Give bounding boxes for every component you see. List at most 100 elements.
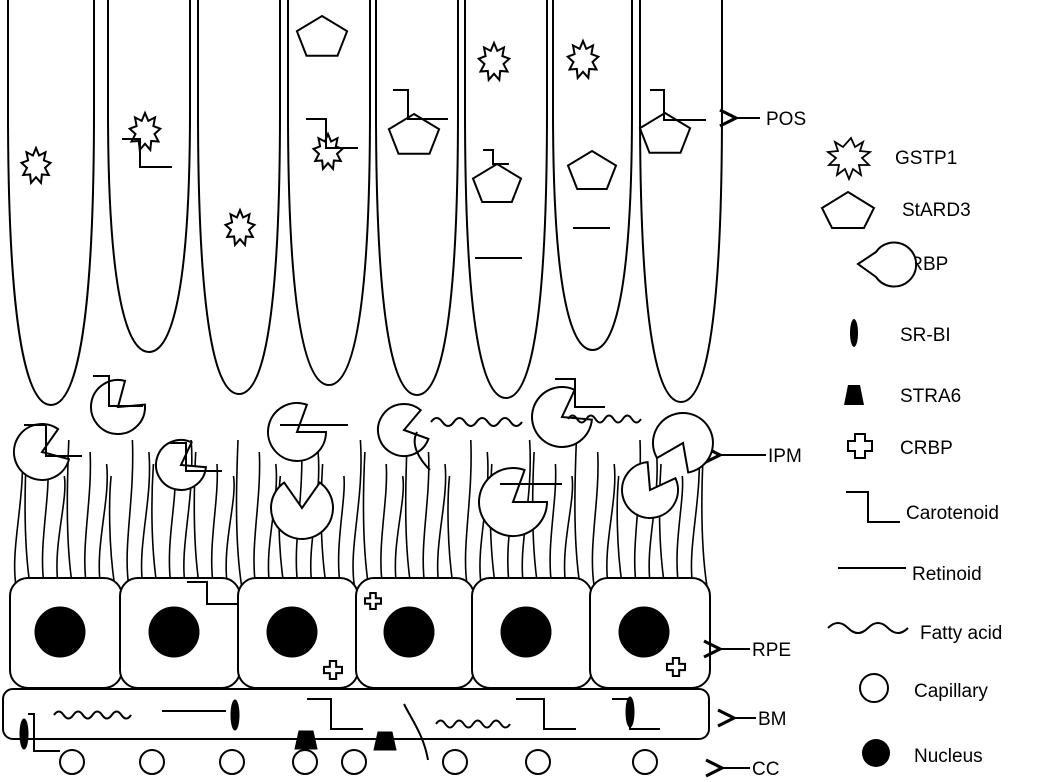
nucleus	[34, 606, 86, 658]
legend-nucleus	[862, 739, 890, 767]
irbp-icon	[376, 403, 430, 457]
microvillus	[84, 451, 92, 587]
bruchs-membrane	[2, 688, 710, 740]
microvillus	[658, 463, 666, 587]
irbp-icon	[621, 461, 679, 519]
retinoid-icon	[403, 703, 429, 761]
ipm-label: IPM	[768, 446, 802, 467]
carotenoid-icon	[93, 375, 143, 407]
crbp-icon	[364, 592, 382, 610]
carotenoid-icon	[24, 424, 82, 457]
microvillus	[337, 475, 346, 587]
microvillus	[108, 475, 116, 587]
stard3-icon	[471, 162, 523, 203]
irbp-icon	[856, 241, 918, 288]
microvillus	[633, 439, 642, 587]
capillary	[292, 749, 318, 775]
stra6-icon	[373, 731, 397, 751]
diagram-structure	[2, 0, 766, 775]
legend-crbp	[847, 433, 873, 459]
legend-irbp	[856, 241, 918, 288]
legend-label-fatty-acid: Fatty acid	[920, 623, 1002, 644]
capillary	[59, 749, 85, 775]
legend-fatty-acid	[827, 622, 909, 634]
microvillus	[183, 439, 193, 587]
capillary	[219, 749, 245, 775]
legend-label-retinoid: Retinoid	[912, 564, 982, 585]
carotenoid-icon	[516, 698, 576, 730]
irbp-icon	[155, 438, 207, 491]
legend-label-sr-bi: SR-BI	[900, 325, 951, 346]
microvillus	[225, 475, 235, 587]
carotenoid-icon	[846, 491, 900, 523]
irbp-icon	[478, 467, 549, 538]
irbp-icon	[531, 385, 593, 448]
microvillus	[126, 439, 134, 587]
irbp-icon	[267, 401, 328, 462]
gstp1-icon	[127, 110, 163, 153]
gstp1-icon	[476, 40, 512, 83]
carotenoid-icon	[555, 378, 605, 408]
pos-label: POS	[766, 109, 806, 130]
nucleus	[148, 606, 200, 658]
crbp-icon	[666, 657, 686, 677]
capillary-icon	[859, 673, 889, 703]
microvillus	[140, 451, 151, 587]
microvillus	[352, 439, 362, 587]
nucleus	[500, 606, 552, 658]
sr-bi-icon	[19, 718, 29, 750]
nucleus	[383, 606, 435, 658]
microvillus	[436, 463, 447, 587]
microvillus	[464, 439, 472, 587]
microvillus	[574, 439, 581, 587]
sr-bi-icon	[230, 699, 240, 731]
legend-sr-bi	[850, 319, 858, 347]
legend-carotenoid	[846, 491, 900, 523]
carotenoid-icon	[28, 713, 60, 752]
legend-label-carotenoid: Carotenoid	[906, 503, 999, 524]
legend-label-nucleus: Nucleus	[914, 746, 983, 767]
microvillus	[267, 463, 278, 587]
fatty-acid-icon	[567, 414, 642, 424]
carotenoid-icon	[483, 149, 509, 165]
retinoid-icon	[413, 431, 431, 471]
stard3-icon	[566, 149, 618, 190]
microvillus	[253, 451, 261, 587]
legend-stard3	[820, 190, 876, 229]
capillary	[139, 749, 165, 775]
nucleus	[266, 606, 318, 658]
sr-bi-icon	[850, 319, 858, 347]
gstp1-icon	[311, 131, 345, 172]
stard3-icon	[295, 14, 349, 57]
legend-label-gstp1: GSTP1	[895, 148, 957, 169]
crbp-icon	[323, 660, 343, 680]
carotenoid-icon	[393, 89, 448, 120]
microvillus	[394, 475, 405, 587]
capillary	[442, 749, 468, 775]
microvillus	[362, 451, 370, 587]
legend-gstp1	[825, 136, 873, 182]
carotenoid-icon	[187, 581, 237, 605]
gstp1-icon	[223, 207, 257, 248]
crbp-icon	[847, 433, 873, 459]
nucleus-icon	[862, 739, 890, 767]
fatty-acid-icon	[435, 719, 511, 729]
microvillus	[447, 475, 454, 587]
diagram-molecules	[12, 14, 714, 761]
outer-segment	[464, 0, 548, 400]
microvillus	[151, 463, 158, 587]
outer-segment	[197, 0, 281, 396]
irbp-icon	[652, 411, 714, 474]
sr-bi-icon	[625, 696, 635, 728]
stra6-icon	[294, 730, 318, 750]
microvillus	[404, 439, 412, 587]
gstp1-icon	[19, 145, 53, 186]
fatty-acid-icon	[430, 417, 523, 427]
microvillus	[676, 475, 684, 587]
stard3-icon	[387, 112, 441, 155]
microvillus	[648, 451, 658, 587]
capillary	[341, 749, 367, 775]
fatty-acid-icon	[53, 710, 132, 720]
legend-capillary	[859, 673, 889, 703]
